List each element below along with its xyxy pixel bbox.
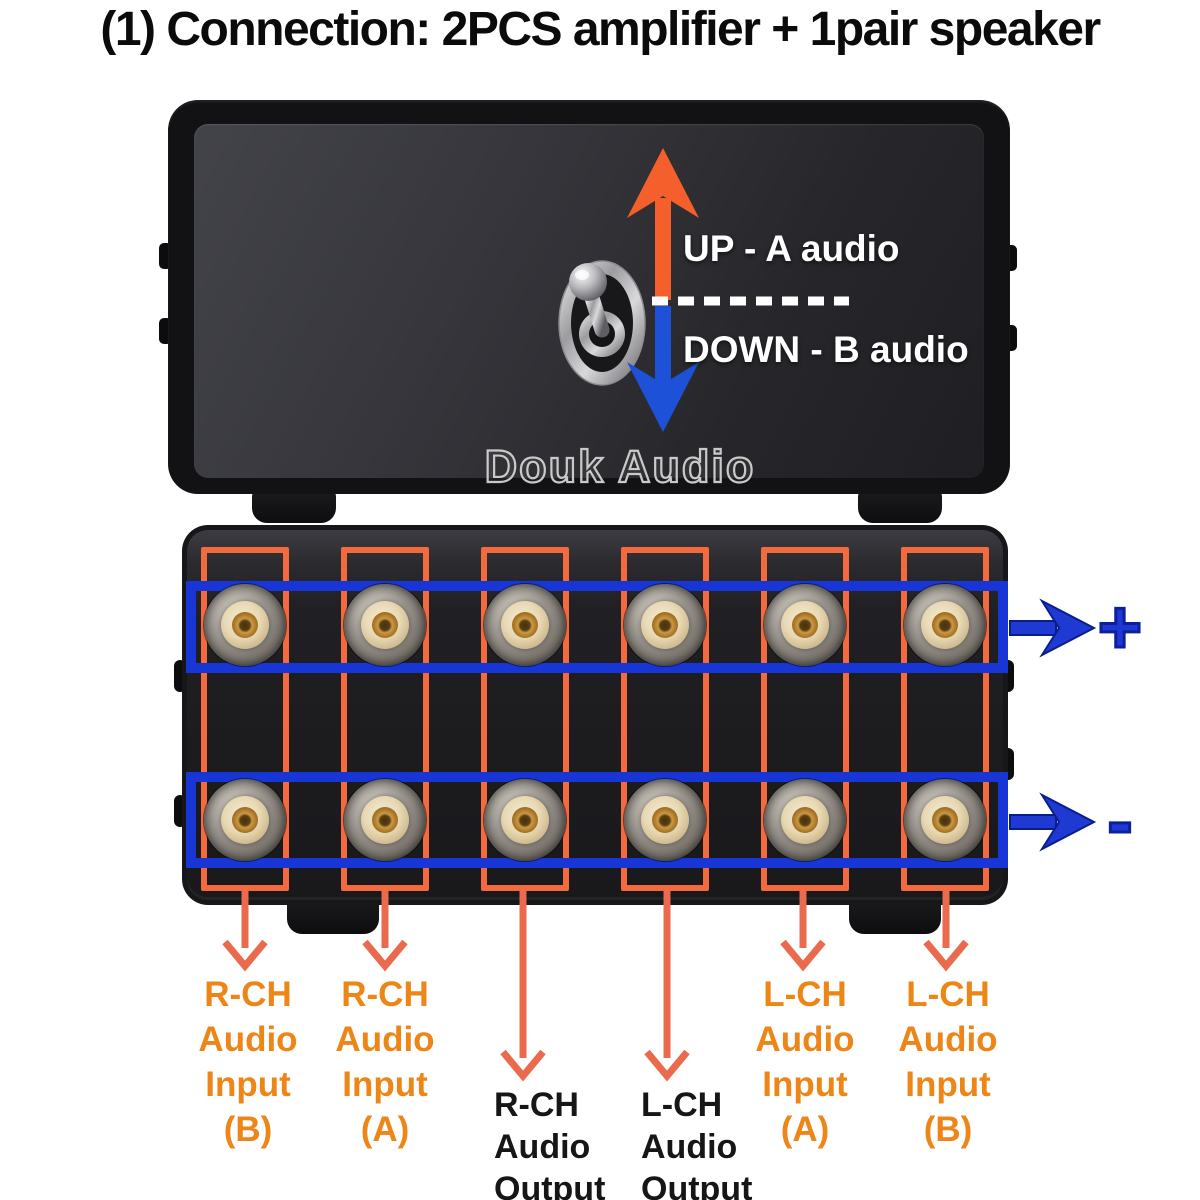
polarity-arrows	[1009, 598, 1097, 852]
column-highlight-box-4	[621, 547, 709, 891]
label-r-ch-audio-input-a: R-CH Audio Input (A)	[335, 975, 435, 1149]
minus-row-arrow-icon	[1009, 792, 1097, 852]
rear-panel-face	[187, 530, 1003, 900]
up-position-label: UP - A audio	[683, 228, 900, 269]
column-arrow-icon	[780, 889, 826, 972]
toggle-switch-icon	[558, 260, 646, 386]
column-arrow-icon	[923, 889, 969, 972]
binding-post	[344, 779, 426, 861]
brand-watermark: Douk Audio	[483, 440, 756, 493]
front-device-foot-left	[252, 491, 336, 523]
up-arrow-icon	[627, 148, 699, 300]
row-highlight-box-minus	[186, 772, 1008, 868]
label-l-ch-audio-input-a: L-CH Audio Input (A)	[755, 975, 855, 1149]
plus-row-arrow-icon	[1009, 598, 1097, 658]
binding-post	[764, 779, 846, 861]
column-highlight-box-3	[481, 547, 569, 891]
column-arrow-icon	[222, 889, 268, 972]
binding-post	[484, 779, 566, 861]
label-l-ch-audio-input-b: L-CH Audio Input (B)	[898, 975, 998, 1149]
minus-polarity-label: -	[1106, 778, 1134, 865]
column-highlight-box-5	[761, 547, 849, 891]
column-arrow-icon	[500, 889, 546, 1082]
binding-post	[764, 584, 846, 666]
column-highlight-box-1	[201, 547, 289, 891]
binding-post	[904, 584, 986, 666]
binding-post	[624, 779, 706, 861]
column-highlight-box-6	[901, 547, 989, 891]
label-l-ch-audio-output: L-CH Audio Output	[641, 1086, 753, 1200]
column-highlight-box-2	[341, 547, 429, 891]
front-device-foot-right	[858, 491, 942, 523]
page-title: (1) Connection: 2PCS amplifier + 1pair s…	[100, 3, 1101, 56]
rear-device-foot-left	[287, 900, 379, 934]
binding-post	[484, 584, 566, 666]
connector-arrows	[222, 889, 969, 1082]
label-r-ch-audio-input-b: R-CH Audio Input (B)	[198, 975, 298, 1149]
binding-post	[204, 779, 286, 861]
label-r-ch-audio-output: R-CH Audio Output	[494, 1086, 606, 1200]
binding-post	[344, 584, 426, 666]
binding-post	[624, 584, 706, 666]
switch-direction-arrows	[627, 148, 849, 432]
row-highlight-box-plus	[186, 581, 1008, 673]
binding-post	[904, 779, 986, 861]
down-position-label: DOWN - B audio	[683, 329, 969, 370]
down-arrow-icon	[627, 306, 699, 432]
column-arrow-icon	[644, 889, 690, 1082]
column-arrow-icon	[362, 889, 408, 972]
rear-device-foot-right	[849, 900, 941, 934]
binding-post	[204, 584, 286, 666]
plus-polarity-label: +	[1096, 584, 1143, 671]
